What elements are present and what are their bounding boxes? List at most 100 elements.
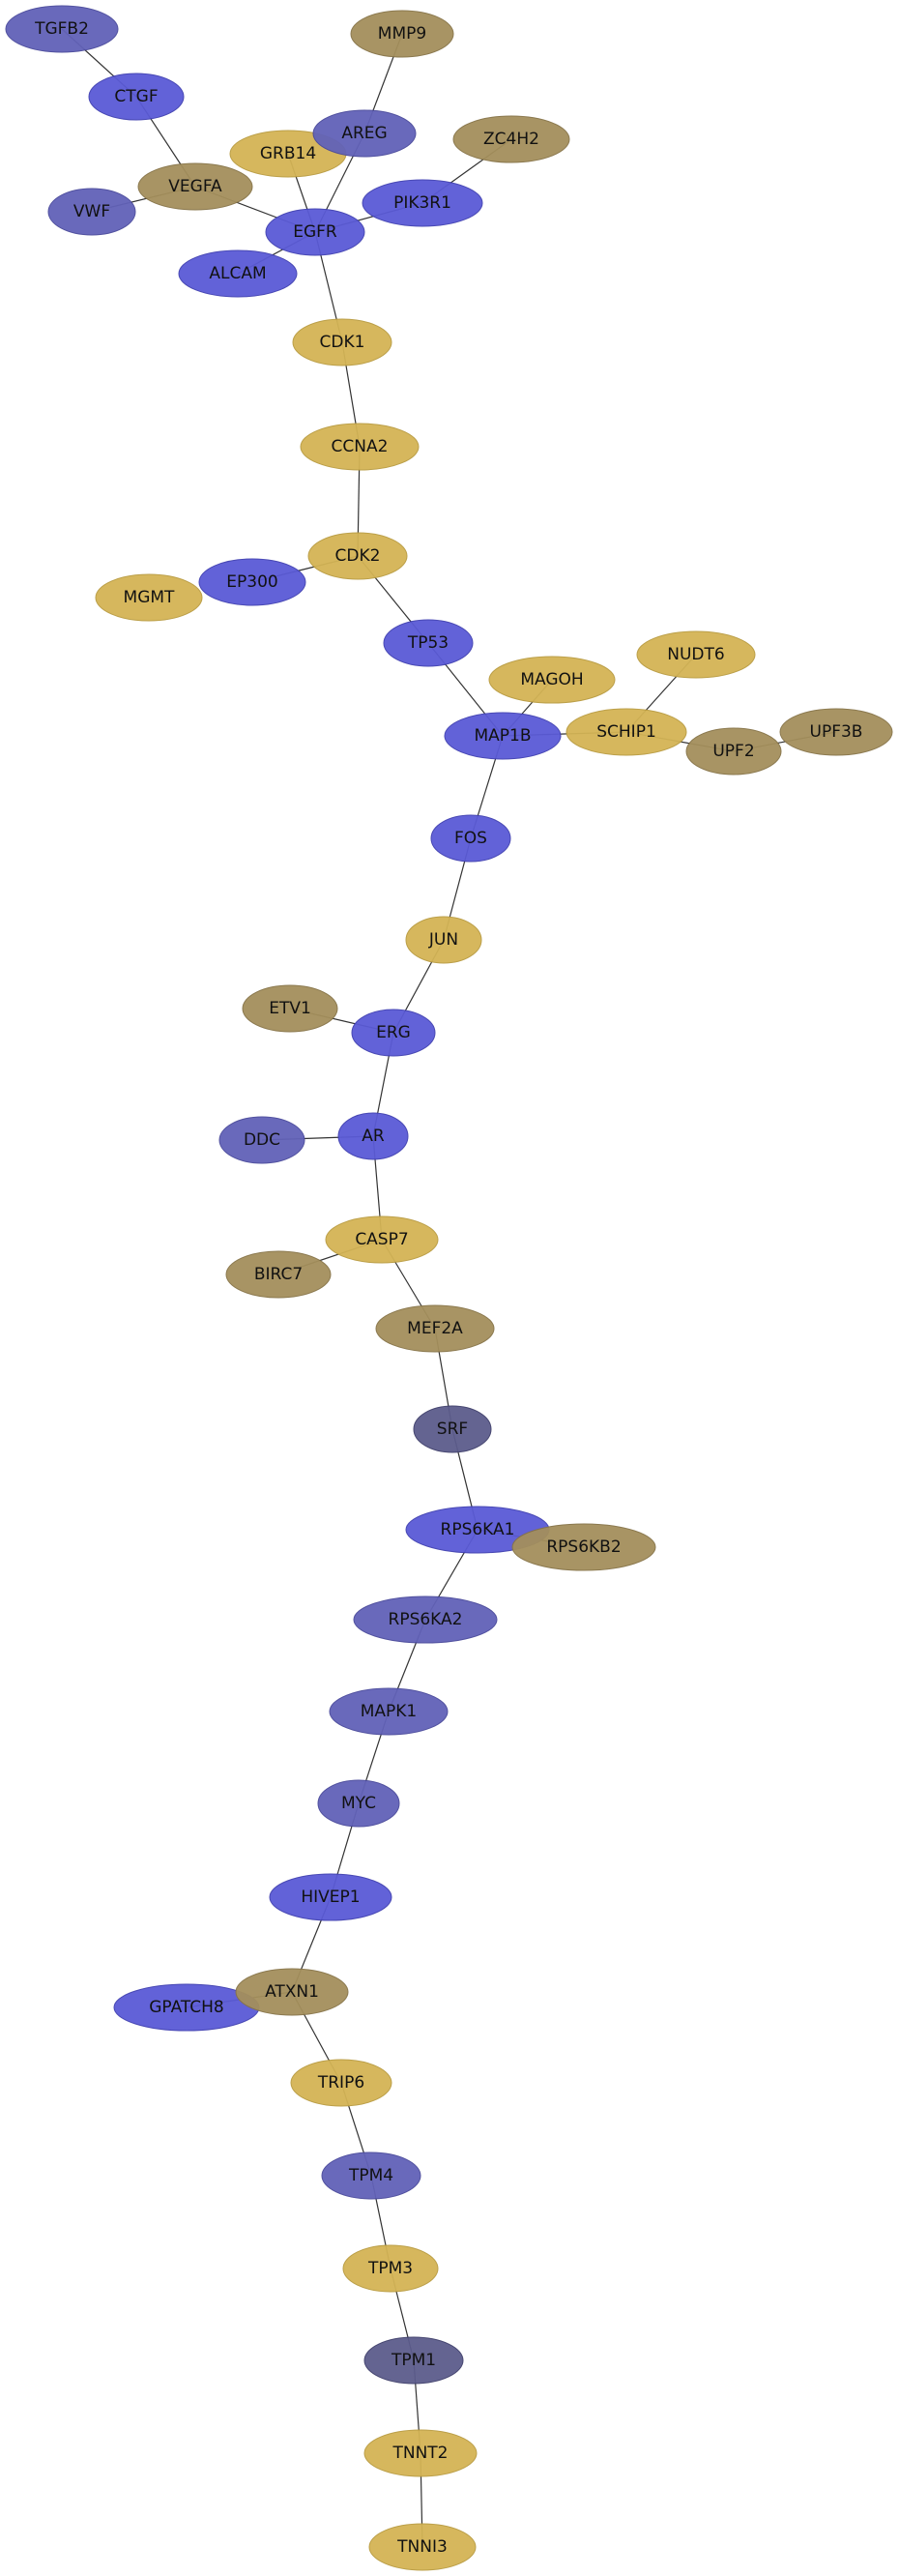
node-hivep1[interactable]: HIVEP1 xyxy=(269,1873,392,1921)
node-ellipse xyxy=(88,73,185,121)
node-ellipse xyxy=(351,1009,436,1057)
node-label: TP53 xyxy=(407,633,449,653)
node-ellipse xyxy=(198,558,306,606)
node-ccna2[interactable]: CCNA2 xyxy=(300,423,420,471)
node-ellipse xyxy=(137,162,253,211)
node-ellipse xyxy=(368,2523,477,2571)
node-label: CTGF xyxy=(114,87,158,106)
node-tgfb2[interactable]: TGFB2 xyxy=(5,5,119,53)
node-map1b[interactable]: MAP1B xyxy=(444,712,562,760)
node-ar[interactable]: AR xyxy=(337,1112,409,1160)
node-nudt6[interactable]: NUDT6 xyxy=(636,630,756,679)
node-rps6ka2[interactable]: RPS6KA2 xyxy=(353,1595,498,1644)
node-label: PIK3R1 xyxy=(393,193,451,213)
node-mmp9[interactable]: MMP9 xyxy=(350,10,454,58)
node-tnni3[interactable]: TNNI3 xyxy=(368,2523,477,2571)
node-tpm4[interactable]: TPM4 xyxy=(321,2152,421,2200)
node-tpm3[interactable]: TPM3 xyxy=(342,2244,439,2293)
node-alcam[interactable]: ALCAM xyxy=(178,249,298,298)
node-ellipse xyxy=(511,1523,656,1571)
node-label: ETV1 xyxy=(269,999,311,1018)
node-casp7[interactable]: CASP7 xyxy=(325,1215,439,1264)
node-vegfa[interactable]: VEGFA xyxy=(137,162,253,211)
node-magoh[interactable]: MAGOH xyxy=(488,656,616,704)
node-ep300[interactable]: EP300 xyxy=(198,558,306,606)
node-upf3b[interactable]: UPF3B xyxy=(779,708,893,756)
node-fos[interactable]: FOS xyxy=(430,814,511,863)
node-trip6[interactable]: TRIP6 xyxy=(290,2059,392,2107)
edges-layer xyxy=(61,28,837,2548)
node-ellipse xyxy=(300,423,420,471)
node-label: AREG xyxy=(341,124,387,143)
node-areg[interactable]: AREG xyxy=(312,109,417,158)
node-label: TRIP6 xyxy=(317,2073,364,2093)
node-label: FOS xyxy=(454,829,487,848)
node-ddc[interactable]: DDC xyxy=(218,1116,305,1164)
node-ellipse xyxy=(290,2059,392,2107)
node-schip1[interactable]: SCHIP1 xyxy=(566,708,687,756)
node-label: UPF2 xyxy=(712,742,754,761)
node-label: RPS6KA2 xyxy=(389,1610,463,1629)
node-label: DDC xyxy=(244,1130,280,1150)
node-ellipse xyxy=(566,708,687,756)
node-label: TPM3 xyxy=(367,2259,413,2278)
node-ellipse xyxy=(430,814,511,863)
node-label: CDK2 xyxy=(335,546,381,566)
node-ellipse xyxy=(95,573,203,622)
node-ellipse xyxy=(342,2244,439,2293)
node-ellipse xyxy=(350,10,454,58)
node-label: HIVEP1 xyxy=(301,1888,360,1907)
node-ellipse xyxy=(779,708,893,756)
node-erg[interactable]: ERG xyxy=(351,1009,436,1057)
node-ellipse xyxy=(329,1687,449,1736)
node-ellipse xyxy=(321,2152,421,2200)
node-label: VWF xyxy=(73,202,110,221)
node-atxn1[interactable]: ATXN1 xyxy=(235,1968,349,2016)
node-label: RPS6KA1 xyxy=(441,1520,515,1539)
node-label: SRF xyxy=(437,1420,468,1439)
node-label: JUN xyxy=(428,930,458,950)
node-label: ALCAM xyxy=(209,264,266,283)
node-label: ERG xyxy=(376,1023,411,1042)
node-srf[interactable]: SRF xyxy=(413,1405,492,1453)
node-ctgf[interactable]: CTGF xyxy=(88,73,185,121)
node-zc4h2[interactable]: ZC4H2 xyxy=(452,115,570,163)
node-pik3r1[interactable]: PIK3R1 xyxy=(362,179,483,227)
node-label: TPM1 xyxy=(391,2351,436,2370)
node-ellipse xyxy=(405,916,482,964)
node-label: SCHIP1 xyxy=(596,722,656,742)
node-label: TGFB2 xyxy=(34,19,89,39)
node-label: GPATCH8 xyxy=(149,1998,224,2017)
node-mapk1[interactable]: MAPK1 xyxy=(329,1687,449,1736)
node-cdk2[interactable]: CDK2 xyxy=(307,532,408,580)
node-ellipse xyxy=(5,5,119,53)
node-label: EGFR xyxy=(293,222,337,242)
node-ellipse xyxy=(353,1595,498,1644)
node-upf2[interactable]: UPF2 xyxy=(685,727,782,776)
node-ellipse xyxy=(242,984,338,1033)
node-egfr[interactable]: EGFR xyxy=(265,208,365,256)
node-myc[interactable]: MYC xyxy=(317,1779,400,1828)
node-mef2a[interactable]: MEF2A xyxy=(375,1304,495,1353)
node-ellipse xyxy=(269,1873,392,1921)
node-mgmt[interactable]: MGMT xyxy=(95,573,203,622)
node-tpm1[interactable]: TPM1 xyxy=(363,2336,464,2385)
node-tp53[interactable]: TP53 xyxy=(383,619,474,667)
node-ellipse xyxy=(444,712,562,760)
node-label: UPF3B xyxy=(810,722,863,742)
node-etv1[interactable]: ETV1 xyxy=(242,984,338,1033)
node-tnnt2[interactable]: TNNT2 xyxy=(363,2429,478,2477)
node-label: ATXN1 xyxy=(265,1982,319,2002)
node-ellipse xyxy=(307,532,408,580)
node-birc7[interactable]: BIRC7 xyxy=(225,1250,332,1299)
node-jun[interactable]: JUN xyxy=(405,916,482,964)
node-gpatch8[interactable]: GPATCH8 xyxy=(113,1983,260,2032)
node-ellipse xyxy=(292,318,392,366)
node-cdk1[interactable]: CDK1 xyxy=(292,318,392,366)
node-vwf[interactable]: VWF xyxy=(47,188,136,236)
node-label: MAGOH xyxy=(520,670,583,689)
node-rps6kb2[interactable]: RPS6KB2 xyxy=(511,1523,656,1571)
node-ellipse xyxy=(362,179,483,227)
node-label: TNNI3 xyxy=(396,2537,448,2557)
